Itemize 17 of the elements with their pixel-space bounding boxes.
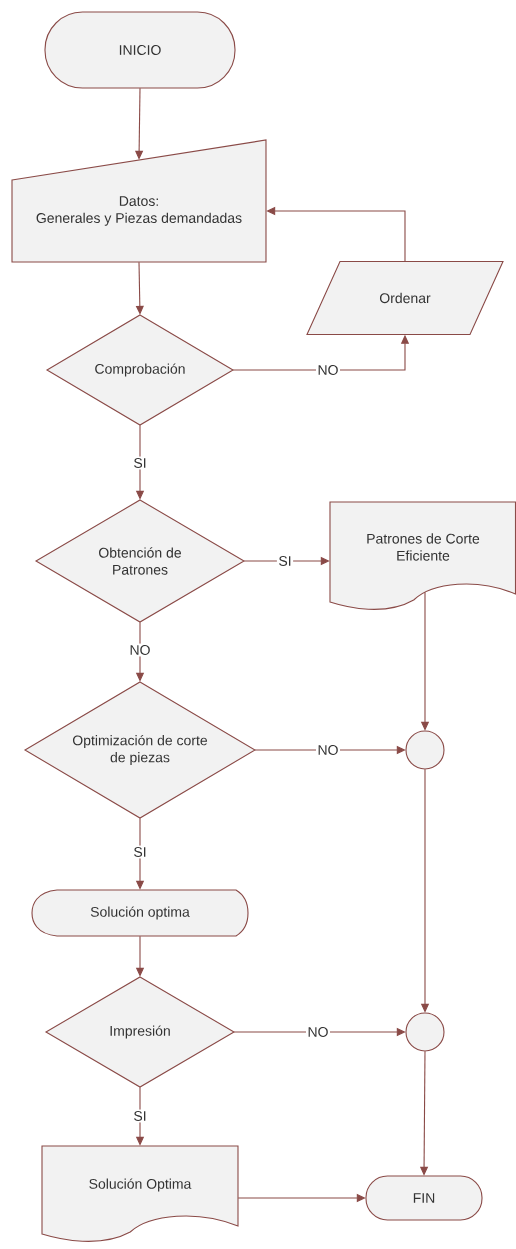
document-box: Patrones de Corte Eficiente xyxy=(329,501,516,610)
edge-label: NO xyxy=(316,743,340,757)
edge-label: SI xyxy=(276,554,294,568)
edge-label: SI xyxy=(131,1109,149,1123)
manual-input-box: Datos: Generales y Piezas demandadas xyxy=(11,139,267,263)
edge-label: NO xyxy=(316,363,340,377)
edge-label: SI xyxy=(131,456,149,470)
display-box: Solución optima xyxy=(31,889,249,937)
data-parallelogram: Ordenar xyxy=(306,260,504,336)
terminal-box: INICIO xyxy=(44,11,236,89)
edge-label: NO xyxy=(306,1025,330,1039)
edge-label: SI xyxy=(131,845,149,859)
connector-circle xyxy=(405,730,445,770)
edge-label: NO xyxy=(128,643,152,657)
terminal-box: FIN xyxy=(365,1175,483,1221)
document-box: Solución Optima xyxy=(41,1145,239,1242)
connector-circle xyxy=(405,1012,445,1052)
